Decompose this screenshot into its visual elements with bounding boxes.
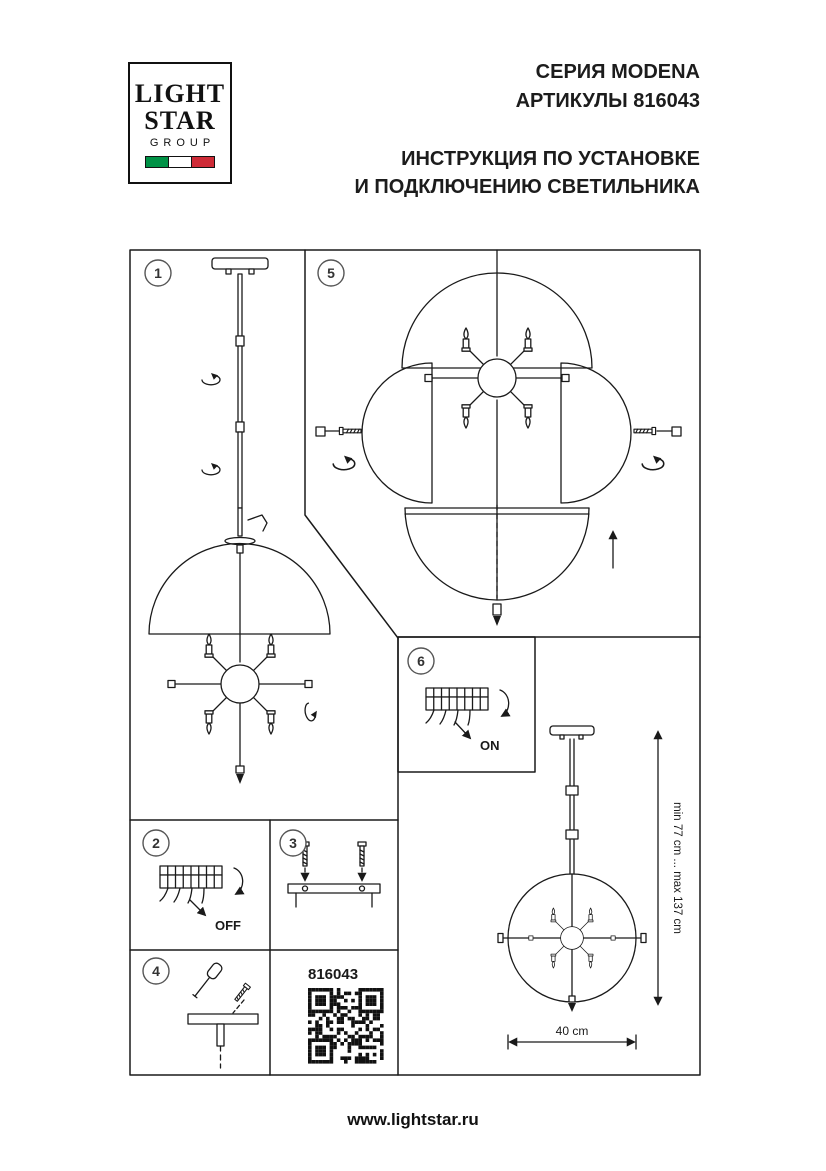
step-3-badge (279, 829, 307, 857)
dimension-lines (507, 730, 663, 1050)
qr-code (308, 988, 384, 1064)
step-1-badge (144, 259, 172, 287)
step-6-number: 6 (417, 653, 425, 669)
step-2-badge (142, 829, 170, 857)
width-dimension-label: 40 cm (556, 1024, 589, 1038)
document-titles: СЕРИЯ MODENA АРТИКУЛЫ 816043 ИНСТРУКЦИЯ … (354, 58, 700, 201)
step-3-number: 3 (289, 835, 297, 851)
logo-word-light: LIGHT (134, 79, 226, 108)
italian-flag (145, 156, 215, 168)
step-5-badge (317, 259, 345, 287)
series-title: СЕРИЯ MODENA (535, 61, 700, 83)
diagram-labels: 1 5 6 2 3 4 ON OFF 816043 40 cm min 77 c… (152, 265, 683, 1038)
step-2-number: 2 (152, 835, 160, 851)
step2-drawing (159, 865, 245, 917)
footer: www.lightstar.ru (0, 1110, 826, 1130)
step1-drawing (148, 257, 331, 784)
article-number: 816043 (308, 966, 358, 983)
panel-borders (129, 249, 701, 1076)
product-drawing (497, 725, 647, 1012)
logo-group-text: GROUP (149, 137, 216, 149)
instruction-title-line1: ИНСТРУКЦИЯ ПО УСТАНОВКЕ (401, 148, 700, 170)
step-badges (142, 259, 435, 985)
step-4-badge (142, 957, 170, 985)
logo-word-star: STAR (144, 106, 216, 135)
height-dimension-label: min 77 cm ... max 137 cm (671, 802, 683, 934)
step-5-number: 5 (327, 265, 335, 281)
lightstar-logo: LIGHT STAR GROUP (128, 62, 232, 184)
step5-drawing (315, 249, 682, 626)
off-label: OFF (215, 918, 241, 933)
instruction-title-line2: И ПОДКЛЮЧЕНИЮ СВЕТИЛЬНИКА (354, 176, 700, 198)
step-6-badge (407, 647, 435, 675)
step6-drawing (425, 687, 511, 740)
step-4-number: 4 (152, 963, 160, 979)
step-1-number: 1 (154, 265, 162, 281)
website-link[interactable]: www.lightstar.ru (347, 1110, 479, 1129)
step4-drawing (187, 962, 259, 1069)
on-label: ON (480, 738, 500, 753)
articles-title: АРТИКУЛЫ 816043 (515, 90, 700, 112)
step3-drawing (287, 841, 381, 908)
